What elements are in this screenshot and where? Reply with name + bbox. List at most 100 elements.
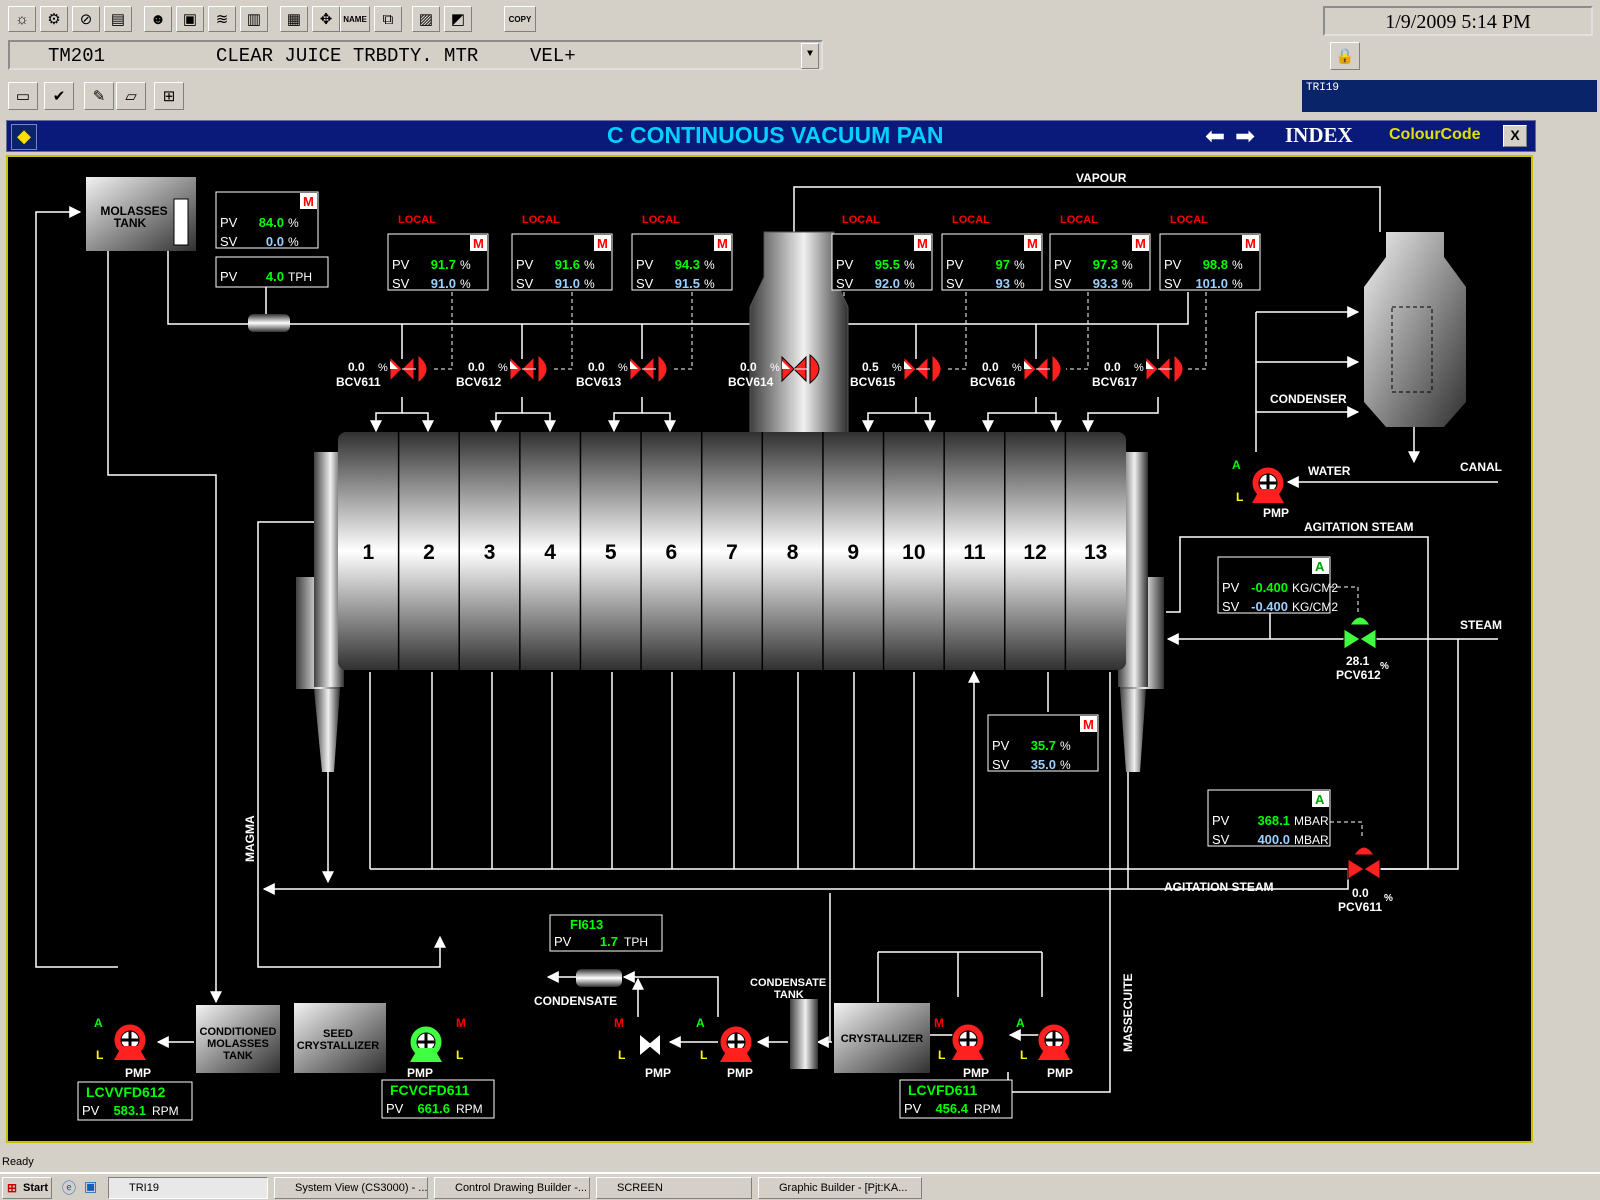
conditioned-molasses-tank — [196, 1005, 280, 1073]
ie-icon[interactable]: ⓔ — [62, 1180, 76, 1196]
computer-icon[interactable]: ▭ — [8, 82, 38, 110]
edit-icon[interactable]: ✎ — [84, 82, 114, 110]
pcv611-valve[interactable] — [1347, 846, 1381, 880]
pv-unit: % — [460, 258, 471, 272]
pcv612-tag: PCV612 — [1336, 668, 1381, 682]
bcv-valve[interactable]: 0.0%BCV612 — [456, 353, 548, 389]
panel-icon[interactable]: ▣ — [176, 6, 204, 32]
task-screen[interactable]: SCREEN — [596, 1177, 752, 1199]
add-window-icon[interactable]: ⊞ — [154, 82, 184, 110]
pump-water[interactable] — [1251, 466, 1285, 503]
desktop-icon[interactable]: ▣ — [84, 1178, 98, 1194]
key-lock-icon[interactable]: 🔒 — [1330, 42, 1360, 70]
bcv-valve[interactable]: 0.0%BCV614 — [728, 353, 820, 389]
process-overview-icon[interactable]: ☼ — [8, 6, 36, 32]
task-tri19[interactable]: TRI19 — [108, 1177, 268, 1199]
pcv612-valve[interactable] — [1343, 616, 1377, 650]
pump-condensate[interactable] — [719, 1025, 753, 1062]
cond-molasses-label-2: MOLASSES — [207, 1038, 269, 1050]
pump-fcvcfd611[interactable] — [409, 1025, 443, 1062]
open-folder-icon[interactable]: ▱ — [116, 82, 146, 110]
tag-entry-field[interactable]: TM201 CLEAR JUICE TRBDTY. MTR VEL+ ▼ — [8, 40, 823, 70]
trend-icon[interactable]: ≋ — [208, 6, 236, 32]
sv-unit: % — [460, 277, 471, 291]
bcv-valve[interactable]: 0.0%BCV613 — [576, 353, 668, 389]
bcv-valve[interactable]: 0.0%BCV617 — [1092, 353, 1184, 389]
name-button[interactable]: NAME — [340, 6, 370, 32]
bcv-unit: % — [1012, 362, 1022, 374]
bcv-valve[interactable]: 0.5%BCV615 — [850, 353, 942, 389]
window-menu-icon[interactable]: ◆ — [11, 124, 37, 150]
pcv611-unit: % — [1384, 893, 1393, 904]
tag-label: LCVVFD612 — [86, 1084, 166, 1100]
sv-label: SV — [1054, 276, 1072, 291]
sv-unit: KG/CM2 — [1292, 600, 1338, 614]
bcv-valve[interactable]: 0.0%BCV611 — [336, 353, 428, 389]
pv-value: 97.3 — [1093, 257, 1118, 272]
index-link[interactable]: INDEX — [1285, 123, 1353, 147]
task-graphic-builder[interactable]: Graphic Builder - [Pjt:KA... — [758, 1177, 922, 1199]
sv-value: 93 — [996, 276, 1010, 291]
bcv-valve[interactable]: 0.0%BCV616 — [970, 353, 1062, 389]
buzzer-off-icon[interactable]: ◩ — [444, 6, 472, 32]
task-system-view[interactable]: System View (CS3000) - ... — [274, 1177, 428, 1199]
sv-unit: % — [1122, 277, 1133, 291]
back-arrow-icon[interactable]: ⬅ — [1205, 123, 1226, 150]
pv-value: 91.7 — [431, 257, 456, 272]
pump-small[interactable] — [640, 1035, 660, 1055]
colour-code-link[interactable]: ColourCode — [1389, 126, 1481, 143]
dropdown-arrow-icon[interactable]: ▼ — [801, 43, 819, 69]
close-button[interactable]: X — [1503, 125, 1527, 147]
pv-unit: % — [1232, 258, 1243, 272]
graphic-icon[interactable]: ▦ — [280, 6, 308, 32]
operator-icon[interactable]: ☻ — [144, 6, 172, 32]
task-control-drawing[interactable]: Control Drawing Builder -... — [434, 1177, 590, 1199]
pv-label: PV — [220, 269, 238, 284]
network-tab[interactable]: TRI19 — [1302, 80, 1597, 112]
pv-label: PV — [554, 934, 572, 949]
navigator-icon[interactable]: ✥ — [312, 6, 340, 32]
pv-label: PV — [386, 1101, 404, 1116]
pump-lcvvfd612[interactable] — [113, 1023, 147, 1060]
pv-value: 661.6 — [417, 1101, 450, 1116]
tuning-icon[interactable]: ▥ — [240, 6, 268, 32]
sv-value: 35.0 — [1031, 757, 1056, 772]
alarm-icon[interactable]: ⊘ — [72, 6, 100, 32]
bcv-unit: % — [498, 362, 508, 374]
message-icon[interactable]: ▤ — [104, 6, 132, 32]
start-button[interactable]: ⊞ Start — [2, 1177, 52, 1199]
bcv-tag: BCV616 — [970, 375, 1016, 389]
copy-button[interactable]: COPY — [504, 6, 536, 32]
sv-label: SV — [1222, 599, 1240, 614]
forward-arrow-icon[interactable]: ➡ — [1235, 123, 1256, 150]
massecuite-label: MASSECUITE — [1121, 973, 1135, 1052]
pump-massecuite[interactable] — [1037, 1023, 1071, 1060]
system-status-icon[interactable]: ⚙ — [40, 6, 68, 32]
pump-lcvfd611[interactable] — [951, 1023, 985, 1060]
pmp-label-3: PMP — [645, 1066, 671, 1080]
bcv-tag: BCV615 — [850, 375, 896, 389]
section-number: 11 — [963, 541, 986, 564]
mode-m-3: M — [614, 1016, 624, 1030]
confirm-icon[interactable]: ✔ — [44, 82, 74, 110]
tag-label: FCVCFD611 — [390, 1082, 470, 1098]
clear-screen-icon[interactable]: ▨ — [412, 6, 440, 32]
window-switch-icon[interactable]: ⧉ — [374, 6, 402, 32]
